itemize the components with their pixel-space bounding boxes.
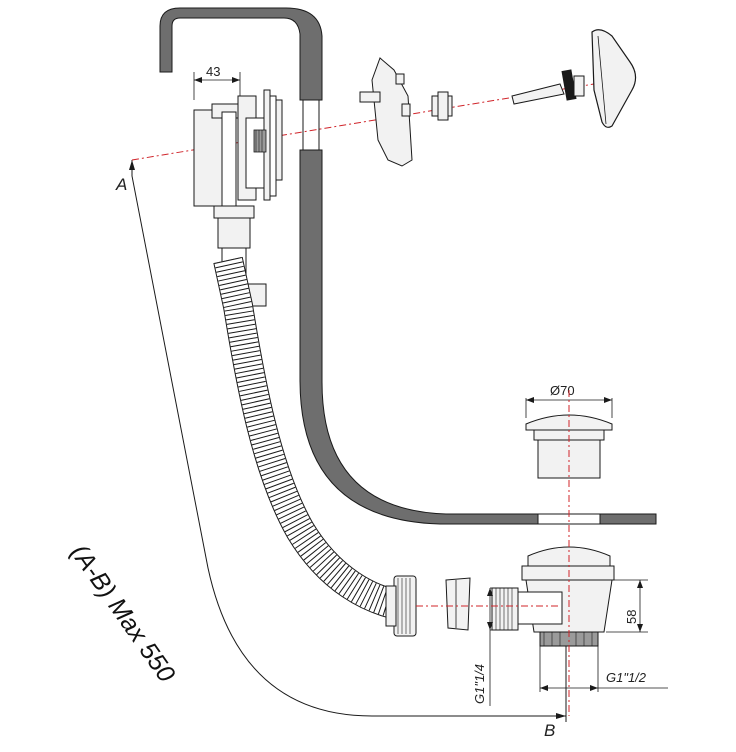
dimension-waste-thread: G1"1/2: [539, 646, 668, 692]
overflow-gasket-plate: [359, 57, 413, 167]
dimension-outlet-thread: G1"1/4: [472, 587, 498, 706]
dimension-waste-height: 58: [624, 610, 639, 624]
overflow-nut: [431, 91, 453, 121]
dimension-overflow-width: 43: [206, 64, 220, 79]
dimension-58: 58: [606, 579, 648, 633]
overflow-cover-cap: [591, 29, 637, 128]
overflow-spindle: [511, 69, 585, 105]
label-point-a: A: [115, 175, 127, 194]
outlet-washer: [445, 577, 471, 631]
waste-body: [491, 546, 615, 647]
hose-nut: [385, 575, 417, 637]
label-point-b: B: [544, 721, 555, 740]
label-waste-thread: G1"1/2: [606, 670, 647, 685]
corrugated-hose: [213, 256, 406, 621]
overflow-body: 43: [193, 64, 283, 307]
label-max-length: (A-B) Max 550: [65, 539, 180, 687]
label-outlet-thread: G1"1/4: [472, 664, 487, 704]
dimension-waste-diameter: Ø70: [550, 383, 575, 398]
waste-centerlines: [416, 390, 570, 716]
